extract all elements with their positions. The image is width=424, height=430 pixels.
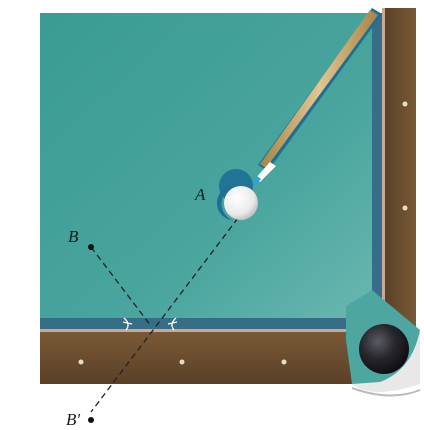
rail-diamond — [282, 360, 287, 365]
point-b-prime-dot — [88, 417, 94, 423]
table-felt — [40, 13, 384, 331]
rail-diamond — [180, 360, 185, 365]
rail-diamond — [403, 102, 408, 107]
bottom-rail — [40, 329, 352, 384]
point-b-dot — [88, 244, 94, 250]
pocket-ball-icon — [359, 324, 409, 374]
ball-a-label: A — [194, 185, 206, 204]
right-rail — [382, 8, 416, 328]
bottom-cushion — [40, 318, 364, 330]
rail-diamond — [79, 360, 84, 365]
point-b-prime-label: B' — [66, 410, 80, 429]
rail-diamond — [403, 206, 408, 211]
point-b-label: B — [68, 227, 79, 246]
